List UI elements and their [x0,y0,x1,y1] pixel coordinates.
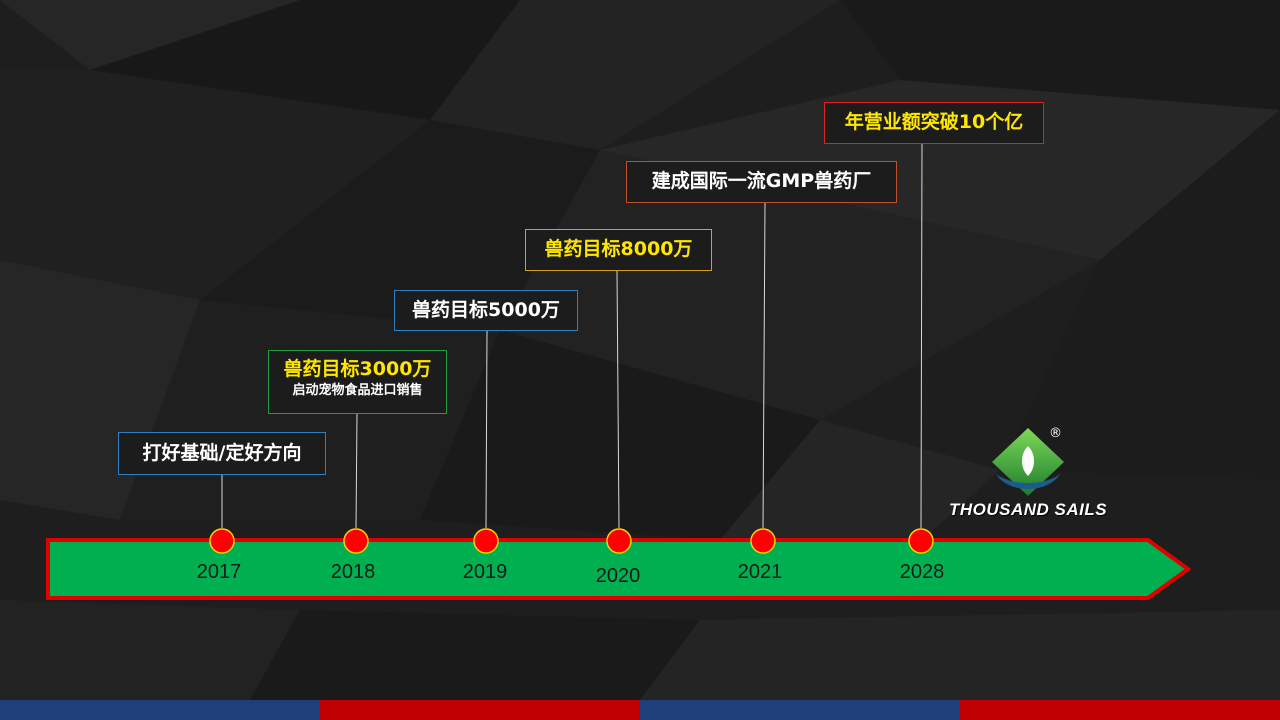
year-label-2018: 2018 [330,561,376,583]
year-label-2017: 2017 [196,561,242,583]
connector-line-2019 [485,330,488,529]
milestone-box-2020: 兽药目标8000万 [525,229,712,271]
milestone-title-2021: 建成国际一流GMP兽药厂 [651,170,872,192]
milestone-box-2021: 建成国际一流GMP兽药厂 [626,161,897,203]
timeline-dot-2021 [750,528,776,554]
registered-mark: ® [1049,426,1062,441]
timeline-dot-2019 [473,528,499,554]
logo-text: THOUSAND SAILS [948,500,1108,519]
milestone-box-2018: 兽药目标3000万 启动宠物食品进口销售 [268,350,447,414]
connector-lines [221,143,923,529]
timeline-dot-2017 [209,528,235,554]
year-label-2019: 2019 [462,561,508,583]
milestone-subtitle-2018: 启动宠物食品进口销售 [292,382,423,398]
milestone-title-2017: 打好基础/定好方向 [142,442,302,464]
timeline-dots [209,528,934,554]
year-label-2021: 2021 [737,561,783,583]
connector-line-2018 [355,413,358,529]
bottom-bar-segment-3 [640,700,960,720]
milestone-title-2018: 兽药目标3000万 [283,358,432,380]
bottom-bar-segment-1 [0,700,320,720]
year-label-2028: 2028 [899,561,945,583]
milestone-box-2028: 年营业额突破10个亿 [824,102,1044,144]
milestone-title-2019: 兽药目标5000万 [412,299,560,321]
connector-line-2021 [762,202,766,529]
bottom-bar-segment-2 [320,700,640,720]
timeline-dot-2020 [606,528,632,554]
milestone-title-2020: 兽药目标8000万 [544,238,693,260]
milestone-title-2028: 年营业额突破10个亿 [844,111,1024,133]
milestone-box-2017: 打好基础/定好方向 [118,432,326,475]
year-label-2020: 2020 [595,565,641,587]
timeline-arrow [46,538,1192,600]
connector-line-2020 [616,270,620,529]
connector-line-2028 [920,143,923,529]
bottom-color-bar [0,700,1280,720]
bottom-bar-segment-4 [960,700,1280,720]
milestone-box-2019: 兽药目标5000万 [394,290,578,331]
timeline-dot-2018 [343,528,369,554]
timeline-dot-2028 [908,528,934,554]
thousand-sails-logo-icon [992,428,1064,496]
